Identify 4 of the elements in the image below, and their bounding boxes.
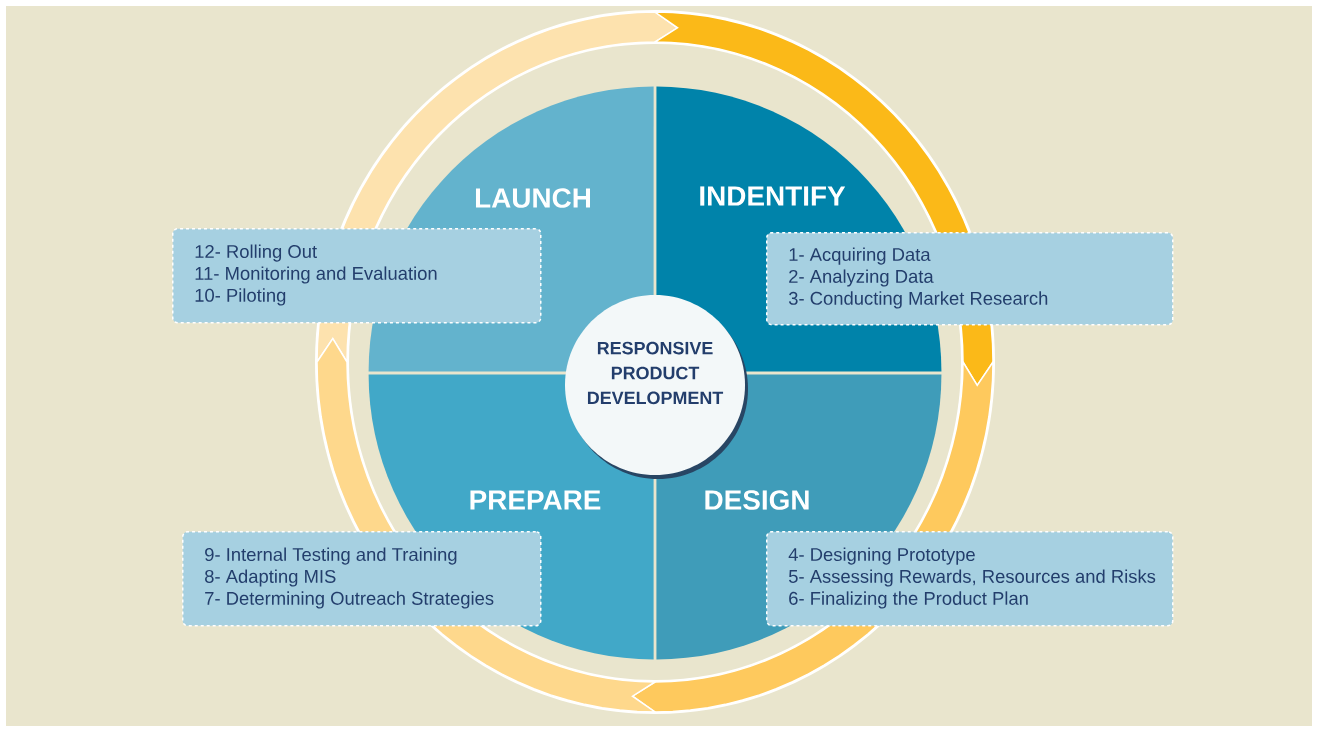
step-list-box: 1- Acquiring Data 2- Analyzing Data 3- Conducting Market Research [766,232,1174,326]
step-list-box: 12- Rolling Out 11- Monitoring and Evaluation 10- Piloting [172,228,542,324]
step-list-box: 4- Designing Prototype 5- Assessing Rewards, Resources and Risks 6- Finalizing the Product Plan [766,531,1174,627]
step-list-box: 9- Internal Testing and Training 8- Adapting MIS 7- Determining Outreach Strategies [182,531,542,627]
